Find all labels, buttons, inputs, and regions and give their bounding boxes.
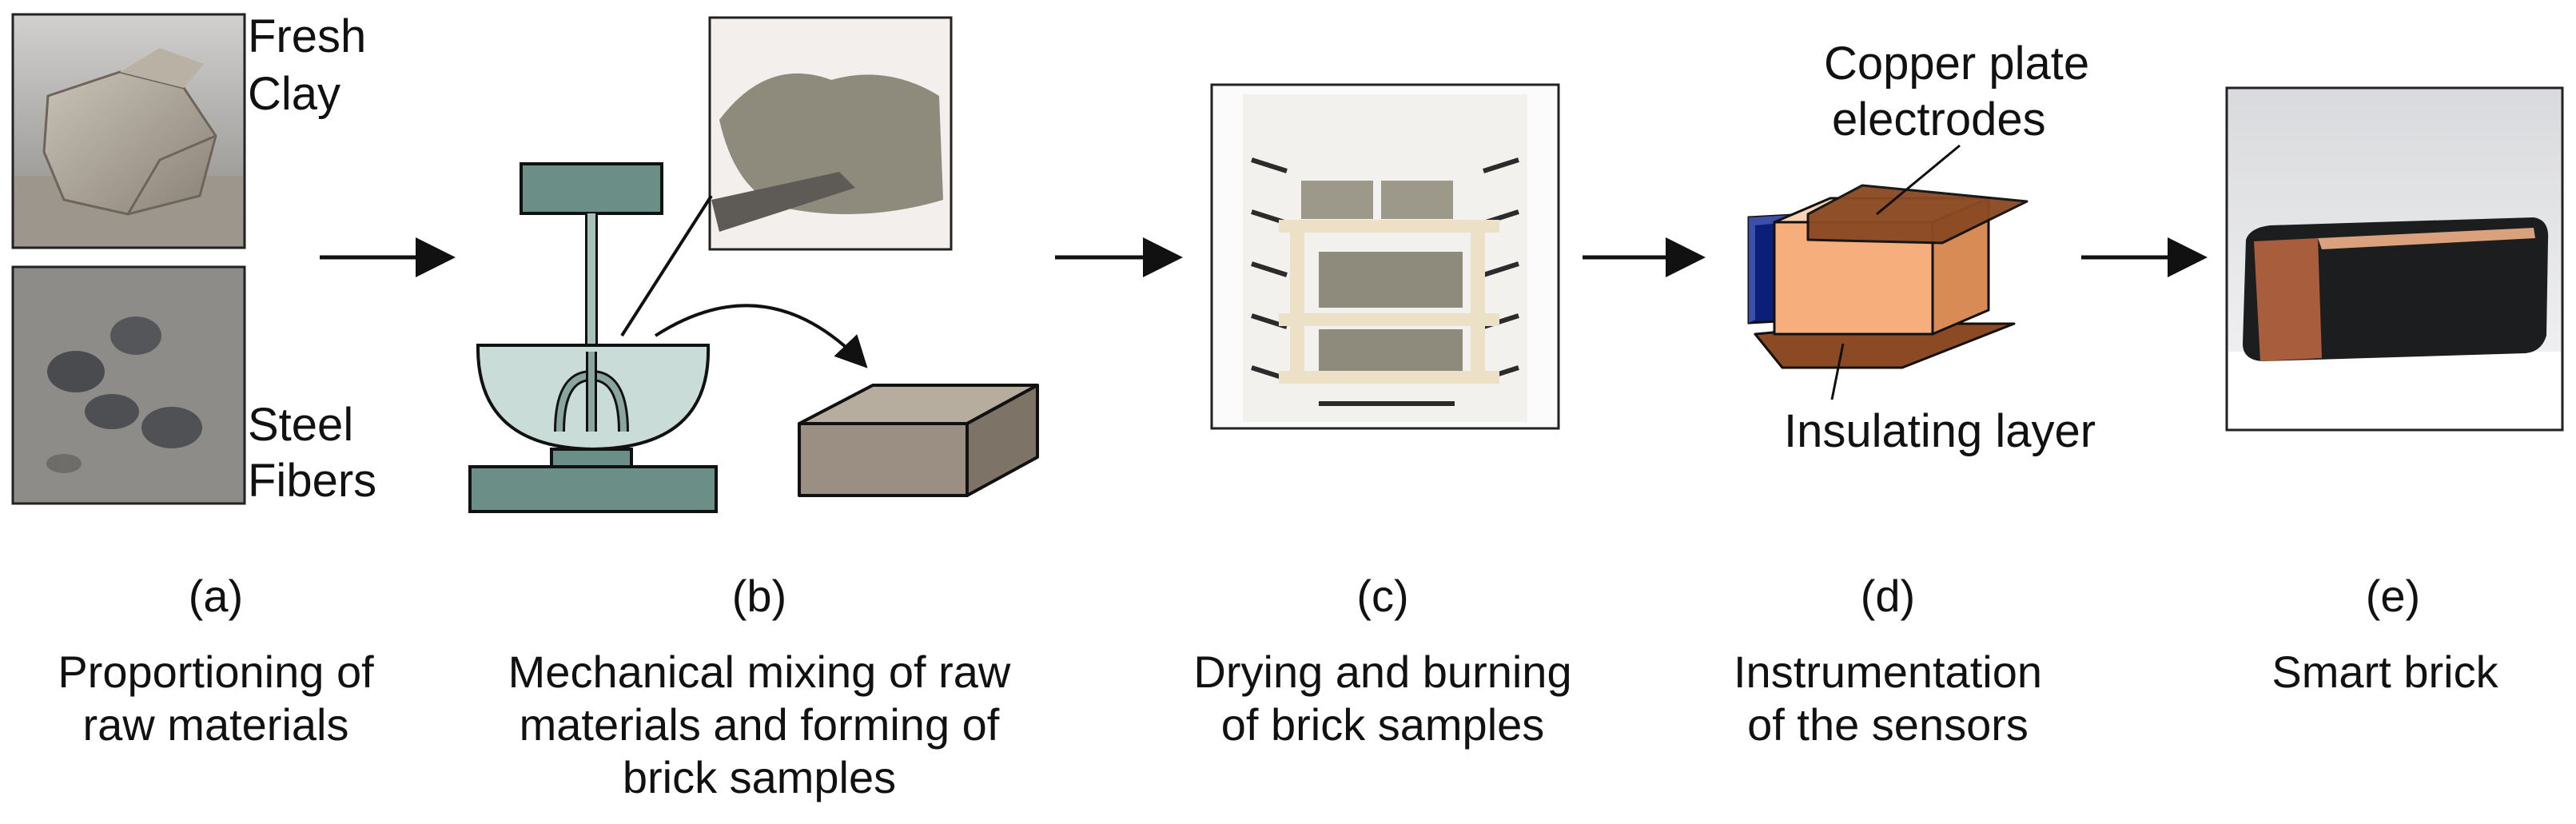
copper-electrodes-label-line1: Copper plate: [1824, 38, 2090, 90]
step-e-letter: (e): [2365, 571, 2421, 621]
step-d-letter: (d): [1860, 571, 1916, 621]
brick-sample-illustration: [798, 384, 1039, 497]
sensor-instrumentation-illustration: [1747, 144, 2029, 400]
step-b-caption: Mechanical mixing of raw materials and f…: [448, 646, 1071, 804]
step-d-caption: Instrumentation of the sensors: [1664, 646, 2112, 751]
step-c-caption: Drying and burning of brick samples: [1143, 646, 1622, 751]
step-c-caption-line2: of brick samples: [1220, 699, 1545, 750]
step-c-letter: (c): [1356, 571, 1409, 621]
step-d-caption-line2: of the sensors: [1747, 699, 2029, 750]
steel-fibers-label-line2: Fibers: [248, 455, 377, 507]
forming-arrow: [654, 304, 868, 368]
copper-electrodes-label-line2: electrodes: [1832, 94, 2046, 145]
step-d-caption-line1: Instrumentation: [1734, 647, 2042, 697]
step-a-caption-line1: Proportioning of: [58, 647, 374, 697]
smart-brick-photo: [2225, 86, 2564, 432]
step-c-caption-line1: Drying and burning: [1193, 647, 1572, 697]
mixed-material-photo: [708, 16, 953, 251]
kiln-photo: [1210, 83, 1560, 430]
fresh-clay-label-line1: Fresh: [248, 10, 367, 62]
mixer-illustration: [468, 162, 718, 513]
fresh-clay-photo: [11, 13, 246, 249]
step-a-caption-line2: raw materials: [82, 699, 349, 750]
step-b-caption-line1: Mechanical mixing of raw: [508, 647, 1011, 697]
step-b-caption-line3: brick samples: [622, 752, 897, 802]
step-b-caption-line2: materials and forming of: [519, 699, 1000, 750]
insulating-layer-label: Insulating layer: [1784, 405, 2096, 457]
photo-callout-line: [620, 194, 713, 337]
step-b-letter: (b): [731, 571, 787, 621]
step-a-caption: Proportioning of raw materials: [0, 646, 432, 751]
fresh-clay-label-line2: Clay: [248, 68, 341, 120]
step-e-caption: Smart brick: [2193, 646, 2576, 699]
step-a-letter: (a): [188, 571, 244, 621]
steel-fibers-label-line1: Steel: [248, 399, 354, 451]
step-e-caption-line1: Smart brick: [2271, 647, 2498, 697]
steel-fibers-photo: [11, 265, 246, 505]
